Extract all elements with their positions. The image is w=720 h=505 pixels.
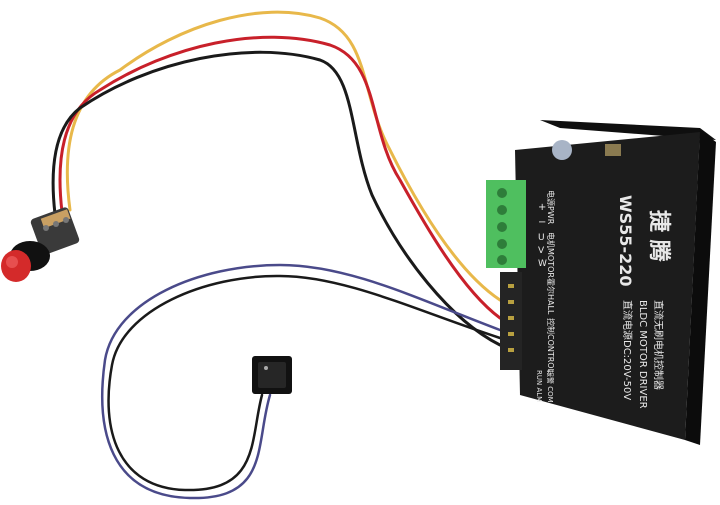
pot-pin-1 (43, 225, 49, 231)
connector-pin-5 (508, 348, 514, 352)
terminal-screw-4 (497, 239, 507, 249)
potentiometer (1, 207, 80, 282)
label-run-alm: RUN ALM (535, 370, 543, 402)
connector-pin-2 (508, 300, 514, 304)
rocker-switch (252, 356, 292, 394)
terminal-screw-5 (497, 255, 507, 265)
title-chinese: 直流无刷电机控制器 (652, 300, 665, 390)
pot-pin-3 (63, 217, 69, 223)
terminal-screw-3 (497, 222, 507, 232)
driver-front-face (515, 132, 700, 440)
title-english: BLDC MOTOR DRIVER (637, 300, 648, 409)
control-connector (500, 272, 522, 370)
switch-wire-black (107, 274, 502, 492)
connector-pin-3 (508, 316, 514, 320)
switch-wire-purple (101, 263, 502, 500)
connector-pin-1 (508, 284, 514, 288)
label-plus: + (538, 202, 546, 213)
driver-led (552, 140, 572, 160)
driver-potentiometer (605, 144, 621, 156)
driver-right-side (685, 130, 716, 445)
switch-wires (101, 263, 502, 500)
motor-driver: 捷 腾 WS55-220 直流无刷电机控制器 BLDC MOTOR DRIVER… (486, 120, 716, 445)
potentiometer-wires (51, 10, 502, 347)
terminal-screw-2 (497, 205, 507, 215)
pot-wire-yellow (65, 10, 502, 302)
label-minus: − (538, 217, 546, 228)
driver-printing: 捷 腾 WS55-220 直流无刷电机控制器 BLDC MOTOR DRIVER… (535, 190, 671, 409)
label-motor: 电机MOTOR (546, 232, 556, 278)
model-number: WS55-220 (616, 195, 635, 286)
pot-wire-black (51, 50, 502, 347)
label-control: 控制CONTROL (546, 318, 556, 374)
label-alarm-com: 报警 COM (546, 370, 555, 403)
brand-chinese: 捷 腾 (646, 210, 671, 263)
pot-pins (40, 209, 71, 229)
connector-pin-4 (508, 332, 514, 336)
terminal-screw-1 (497, 188, 507, 198)
label-v: V (538, 246, 545, 256)
pot-pin-2 (53, 221, 59, 227)
label-hall: 霍尔HALL (546, 278, 556, 315)
power-spec: 直流电源DC:20V-50V (621, 300, 634, 400)
pot-knob-highlight (6, 256, 18, 268)
switch-on-mark (264, 366, 268, 370)
switch-rocker (258, 362, 286, 388)
label-power: 电源PWR (546, 190, 556, 225)
label-w: W (538, 259, 547, 269)
label-u: U (538, 233, 545, 243)
